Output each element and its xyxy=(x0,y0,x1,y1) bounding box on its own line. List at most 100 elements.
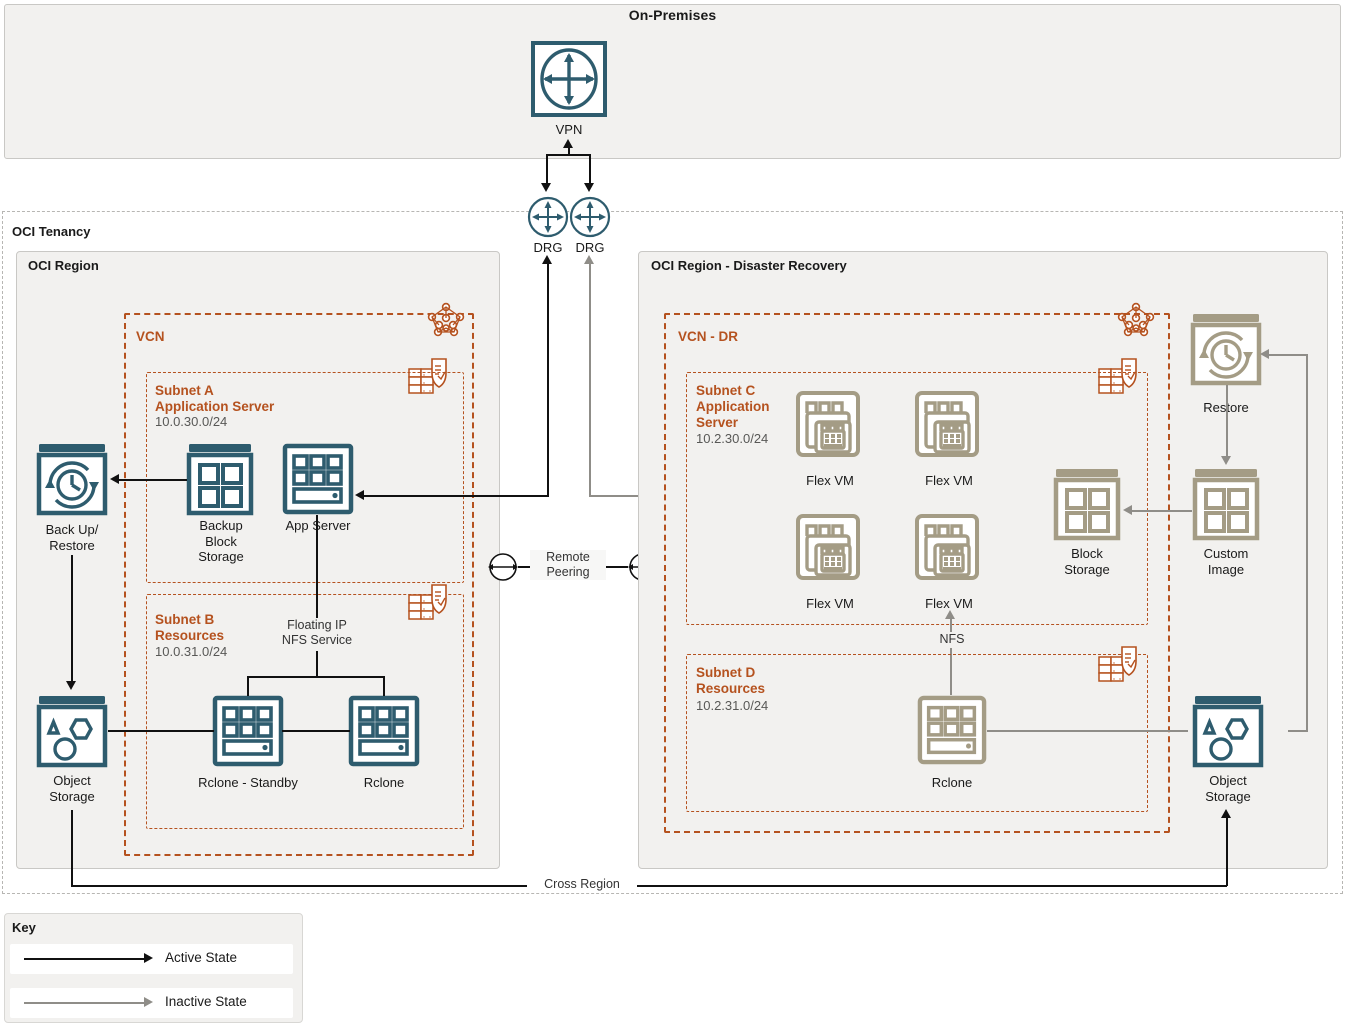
rclone-standby-label: Rclone - Standby xyxy=(198,775,298,790)
objectstorage-right-to-restore-h2 xyxy=(1267,354,1308,356)
subnet-d-title: Subnet D Resources xyxy=(696,665,766,696)
active-state-arrowhead xyxy=(144,953,153,963)
compute-instance-icon xyxy=(917,695,987,765)
subnet-c-cidr: 10.2.30.0/24 xyxy=(696,431,769,446)
vcn-dr-label: VCN - DR xyxy=(678,329,738,344)
drg-left-to-appserver-h-line xyxy=(362,495,549,497)
vpn-arrowhead xyxy=(563,139,573,148)
subnet-b-frame xyxy=(146,594,464,829)
flex-vm-label: Flex VM xyxy=(925,473,973,488)
inactive-state-line xyxy=(24,1002,144,1004)
object-storage-right-label: Object Storage xyxy=(1205,773,1251,804)
custom-image-label: Custom Image xyxy=(1203,546,1249,577)
object-storage-icon xyxy=(1192,695,1264,768)
svg-text:x: x xyxy=(1119,676,1121,681)
oci-region-dr-title: OCI Region - Disaster Recovery xyxy=(651,258,847,273)
backup-restore-icon xyxy=(36,443,108,516)
vpn-label: VPN xyxy=(555,122,583,137)
drg-icon xyxy=(527,196,569,238)
nfs-label: NFS xyxy=(924,632,980,647)
drg-right-arrowhead xyxy=(584,183,594,192)
floatingip-stem-line xyxy=(316,651,318,677)
subnet-d-frame xyxy=(686,654,1148,812)
subnet-d-cidr: 10.2.31.0/24 xyxy=(696,698,769,713)
nfs-upper-line xyxy=(950,617,952,632)
svg-text:x: x xyxy=(423,372,425,377)
active-state-line xyxy=(24,958,144,960)
objectstorage-right-to-restore-v xyxy=(1306,354,1308,732)
subnet-b-cidr: 10.0.31.0/24 xyxy=(155,644,228,659)
svg-text:x: x xyxy=(1113,388,1115,393)
cross-region-h-right xyxy=(630,885,1227,887)
inactive-state-arrowhead xyxy=(144,997,153,1007)
cross-region-left-v-line xyxy=(71,810,73,886)
drg-left-up-arrowhead xyxy=(542,255,552,264)
drg-left-down-line xyxy=(546,154,548,184)
custom-image-icon xyxy=(1192,468,1260,541)
drg-left-arrowhead xyxy=(541,183,551,192)
appserver-in-arrowhead xyxy=(355,490,364,500)
flex-vm-icon xyxy=(796,391,866,463)
drg-right-down-line xyxy=(589,154,591,184)
floatingip-to-rclone-line xyxy=(383,676,385,696)
floating-ip-nfs-label: Floating IP NFS Service xyxy=(264,618,370,648)
oci-region-primary-title: OCI Region xyxy=(28,258,99,273)
remote-peering-right-line xyxy=(604,566,628,568)
drg-icon xyxy=(569,196,611,238)
subnet-a-frame xyxy=(146,372,464,583)
oci-tenancy-panel xyxy=(2,211,1343,894)
compute-instance-icon xyxy=(282,443,354,515)
vcn-topology-icon xyxy=(427,302,465,337)
flex-vm-label: Flex VM xyxy=(925,596,973,611)
customimage-to-blockstorage-line xyxy=(1130,510,1192,512)
backup-to-objectstorage-line xyxy=(71,555,73,682)
cross-region-h-left xyxy=(71,885,533,887)
floatingip-to-standby-line xyxy=(247,676,249,696)
block-storage-icon xyxy=(1053,468,1121,541)
objectstorage-to-standby-line xyxy=(108,730,214,732)
remote-peering-gateway-icon xyxy=(486,550,520,584)
block-storage-dr-label: Block Storage xyxy=(1064,546,1110,577)
floatingip-bus-line xyxy=(247,676,384,678)
flex-vm-icon xyxy=(915,391,985,463)
svg-text:x: x xyxy=(429,614,431,619)
restore-in-arrowhead xyxy=(1260,349,1269,359)
key-row-active: Active State xyxy=(10,944,293,974)
vpn-bus-line xyxy=(546,154,590,156)
inactive-state-label: Inactive State xyxy=(165,994,247,1009)
active-state-label: Active State xyxy=(165,950,238,965)
object-storage-icon xyxy=(36,695,108,768)
svg-text:x: x xyxy=(423,614,425,619)
app-server-to-floatingip-line xyxy=(316,515,318,618)
rclone-dr-label: Rclone xyxy=(931,775,973,790)
restore-to-customimage-line xyxy=(1226,385,1228,457)
restore-icon xyxy=(1190,313,1262,386)
nfs-arrowhead xyxy=(945,610,955,619)
subnet-a-title: Subnet A Application Server xyxy=(155,383,275,414)
svg-text:x: x xyxy=(1113,380,1115,385)
flex-vm-icon xyxy=(915,514,985,586)
svg-text:x: x xyxy=(423,388,425,393)
subnet-c-title: Subnet C Application Server xyxy=(696,383,770,430)
blockstorage-dr-arrowhead xyxy=(1123,505,1132,515)
rclone-dr-to-objectstorage-line xyxy=(987,730,1188,732)
svg-text:x: x xyxy=(423,380,425,385)
subnet-b-title: Subnet B Resources xyxy=(155,612,225,643)
objectstorage-right-to-restore-h1 xyxy=(1288,730,1308,732)
objectstorage-arrowhead xyxy=(66,681,76,690)
vcn-dr-frame xyxy=(664,313,1170,833)
on-premises-title: On-Premises xyxy=(628,7,717,23)
compute-instance-icon xyxy=(212,695,284,767)
backup-restore-arrowhead xyxy=(110,474,119,484)
flex-vm-label: Flex VM xyxy=(806,473,854,488)
drg-left-label: DRG xyxy=(533,240,563,255)
drg-right-to-dr-line xyxy=(589,262,591,496)
on-premises-panel xyxy=(4,4,1341,159)
standby-to-rclone-line xyxy=(282,730,350,732)
backup-restore-label: Back Up/ Restore xyxy=(45,522,99,553)
